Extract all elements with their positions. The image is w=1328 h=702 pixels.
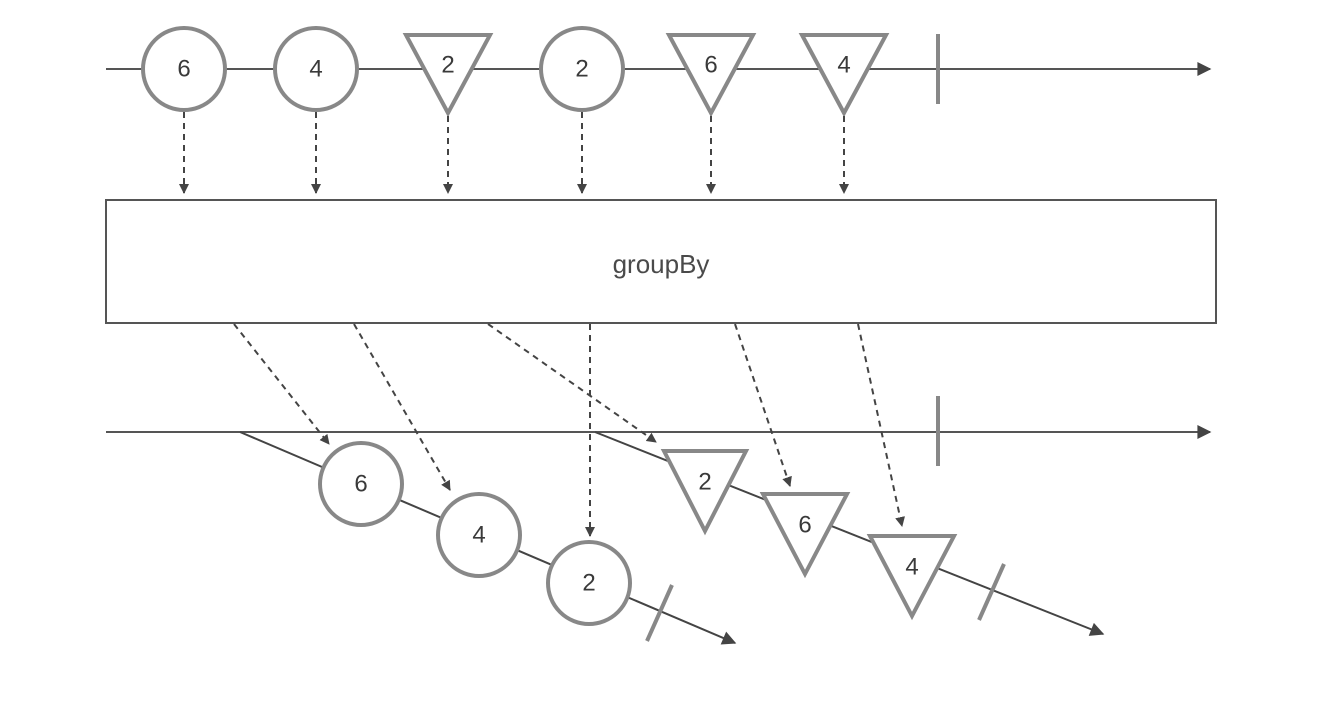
group-circle-item-1-label: 6 — [354, 471, 367, 498]
output-arrow-6 — [857, 323, 905, 527]
group-circle-completion-mark — [645, 584, 674, 642]
source-item-5: 6 — [665, 33, 757, 118]
operator-label: groupBy — [613, 249, 710, 279]
group-circle-item-2-label: 4 — [472, 522, 485, 549]
source-item-1-label: 6 — [177, 56, 190, 83]
group-circle-item-3: 2 — [546, 540, 632, 626]
group-triangle-item-2-label: 6 — [798, 512, 811, 539]
operator-box: groupBy — [105, 199, 1217, 324]
output-arrows — [233, 323, 905, 537]
group-circle-item-2: 4 — [436, 492, 522, 578]
group-triangle-completion-mark — [977, 563, 1006, 621]
source-item-2: 4 — [273, 26, 359, 112]
source-item-6: 4 — [798, 33, 890, 118]
output-arrow-1 — [233, 323, 330, 445]
output-timeline — [106, 396, 1212, 466]
source-item-3: 2 — [402, 33, 494, 118]
source-item-6-label: 4 — [837, 52, 850, 79]
input-arrows — [179, 112, 849, 194]
output-arrow-3 — [487, 323, 657, 443]
output-arrow-5 — [734, 323, 792, 487]
group-circle-items: 6 4 2 — [318, 441, 632, 626]
source-item-4-label: 2 — [575, 56, 588, 83]
group-circle-item-1: 6 — [318, 441, 404, 527]
source-item-2-label: 4 — [309, 56, 322, 83]
source-item-4: 2 — [539, 26, 625, 112]
group-triangle-item-2: 6 — [759, 492, 851, 579]
output-arrow-2 — [353, 323, 451, 491]
group-triangle-items: 2 6 4 — [660, 449, 958, 621]
source-timeline: 6 4 2 2 6 4 — [106, 26, 1212, 118]
group-triangle-item-3: 4 — [866, 534, 958, 621]
source-item-5-label: 6 — [704, 52, 717, 79]
group-triangle-item-1-label: 2 — [698, 469, 711, 496]
group-triangle-item-1: 2 — [660, 449, 750, 536]
source-item-1: 6 — [141, 26, 227, 112]
group-triangle-item-3-label: 4 — [905, 554, 918, 581]
group-circle-item-3-label: 2 — [582, 570, 595, 597]
source-item-3-label: 2 — [441, 52, 454, 79]
